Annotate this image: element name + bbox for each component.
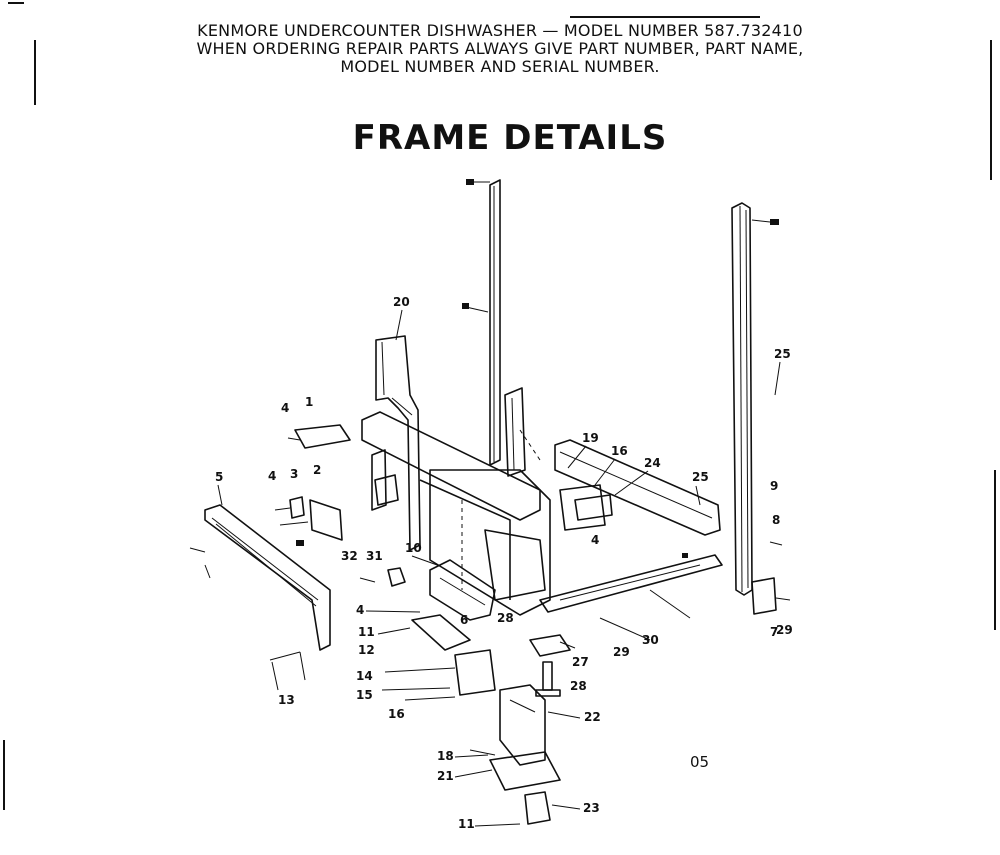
callout-28b: 28 bbox=[570, 679, 587, 693]
callout-27: 27 bbox=[572, 655, 589, 669]
page-title: FRAME DETAILS bbox=[352, 118, 668, 158]
bottom-rail-8 bbox=[539, 553, 723, 613]
callout-1: 1 bbox=[305, 395, 313, 409]
callout-2: 2 bbox=[313, 463, 321, 477]
header: KENMORE UNDERCOUNTER DISHWASHER — MODEL … bbox=[0, 22, 1000, 76]
callout-14: 14 bbox=[356, 669, 373, 683]
callout-16a: 16 bbox=[611, 444, 628, 458]
callout-3: 3 bbox=[290, 467, 298, 481]
callout-6: 6 bbox=[460, 613, 468, 627]
callout-4b: 4 bbox=[268, 469, 276, 483]
scan-edge-left-bottom bbox=[3, 740, 5, 810]
bracket-1 bbox=[287, 424, 351, 449]
callout-32: 32 bbox=[341, 549, 358, 563]
leg-bracket-13 bbox=[269, 651, 306, 691]
crossbar-25 bbox=[554, 439, 721, 536]
header-line-1: KENMORE UNDERCOUNTER DISHWASHER — MODEL … bbox=[197, 21, 803, 40]
scan-edge-left bbox=[34, 40, 36, 105]
callout-15: 15 bbox=[356, 688, 373, 702]
callout-8: 8 bbox=[772, 513, 780, 527]
diagram-code: 05 bbox=[690, 753, 709, 771]
header-line-2: WHEN ORDERING REPAIR PARTS ALWAYS GIVE P… bbox=[196, 39, 804, 58]
hinge-assembly bbox=[377, 614, 496, 701]
leveling-leg bbox=[529, 634, 571, 697]
callout-4c: 4 bbox=[591, 533, 599, 547]
plate-21-23 bbox=[469, 749, 561, 825]
callout-10: 10 bbox=[405, 541, 422, 555]
callout-29a: 29 bbox=[776, 623, 793, 637]
scan-rule-top bbox=[570, 16, 760, 18]
callout-25b: 25 bbox=[692, 470, 709, 484]
callout-30: 30 bbox=[642, 633, 659, 647]
callout-19: 19 bbox=[582, 431, 599, 445]
left-rail bbox=[462, 179, 501, 466]
callout-31: 31 bbox=[366, 549, 383, 563]
callouts: 20 25 4 1 19 16 24 25 9 5 4 3 2 8 4 32 3… bbox=[215, 295, 793, 831]
callout-22: 22 bbox=[584, 710, 601, 724]
side-frame-20 bbox=[375, 335, 421, 551]
callout-13: 13 bbox=[278, 693, 295, 707]
callout-23: 23 bbox=[583, 801, 600, 815]
leader-lines bbox=[217, 309, 781, 827]
header-line-3: MODEL NUMBER AND SERIAL NUMBER. bbox=[340, 57, 660, 76]
callout-4a: 4 bbox=[281, 401, 289, 415]
callout-29b: 29 bbox=[613, 645, 630, 659]
callout-5: 5 bbox=[215, 470, 223, 484]
callout-4d: 4 bbox=[356, 603, 364, 617]
scan-edge-right bbox=[990, 40, 992, 180]
front-panel-5 bbox=[189, 504, 331, 651]
callout-7: 7 bbox=[770, 625, 778, 639]
small-parts-31-32 bbox=[359, 567, 406, 587]
callout-25a: 25 bbox=[774, 347, 791, 361]
callout-18: 18 bbox=[437, 749, 454, 763]
callout-11a: 11 bbox=[358, 625, 375, 639]
scan-edge-top-left bbox=[8, 2, 24, 4]
bracket-7 bbox=[751, 541, 791, 615]
scan-edge-right-bottom bbox=[994, 470, 996, 630]
callout-20: 20 bbox=[393, 295, 410, 309]
callout-12: 12 bbox=[358, 643, 375, 657]
callout-9: 9 bbox=[770, 479, 778, 493]
bracket-2-3 bbox=[274, 496, 343, 546]
callout-28a: 28 bbox=[497, 611, 514, 625]
callout-21: 21 bbox=[437, 769, 454, 783]
central-frame bbox=[361, 387, 551, 616]
callout-16b: 16 bbox=[388, 707, 405, 721]
callout-11b: 11 bbox=[458, 817, 475, 831]
callout-24: 24 bbox=[644, 456, 661, 470]
right-rail bbox=[731, 202, 779, 596]
pump-bracket-22 bbox=[499, 684, 546, 766]
latch-bracket-10 bbox=[429, 559, 496, 621]
